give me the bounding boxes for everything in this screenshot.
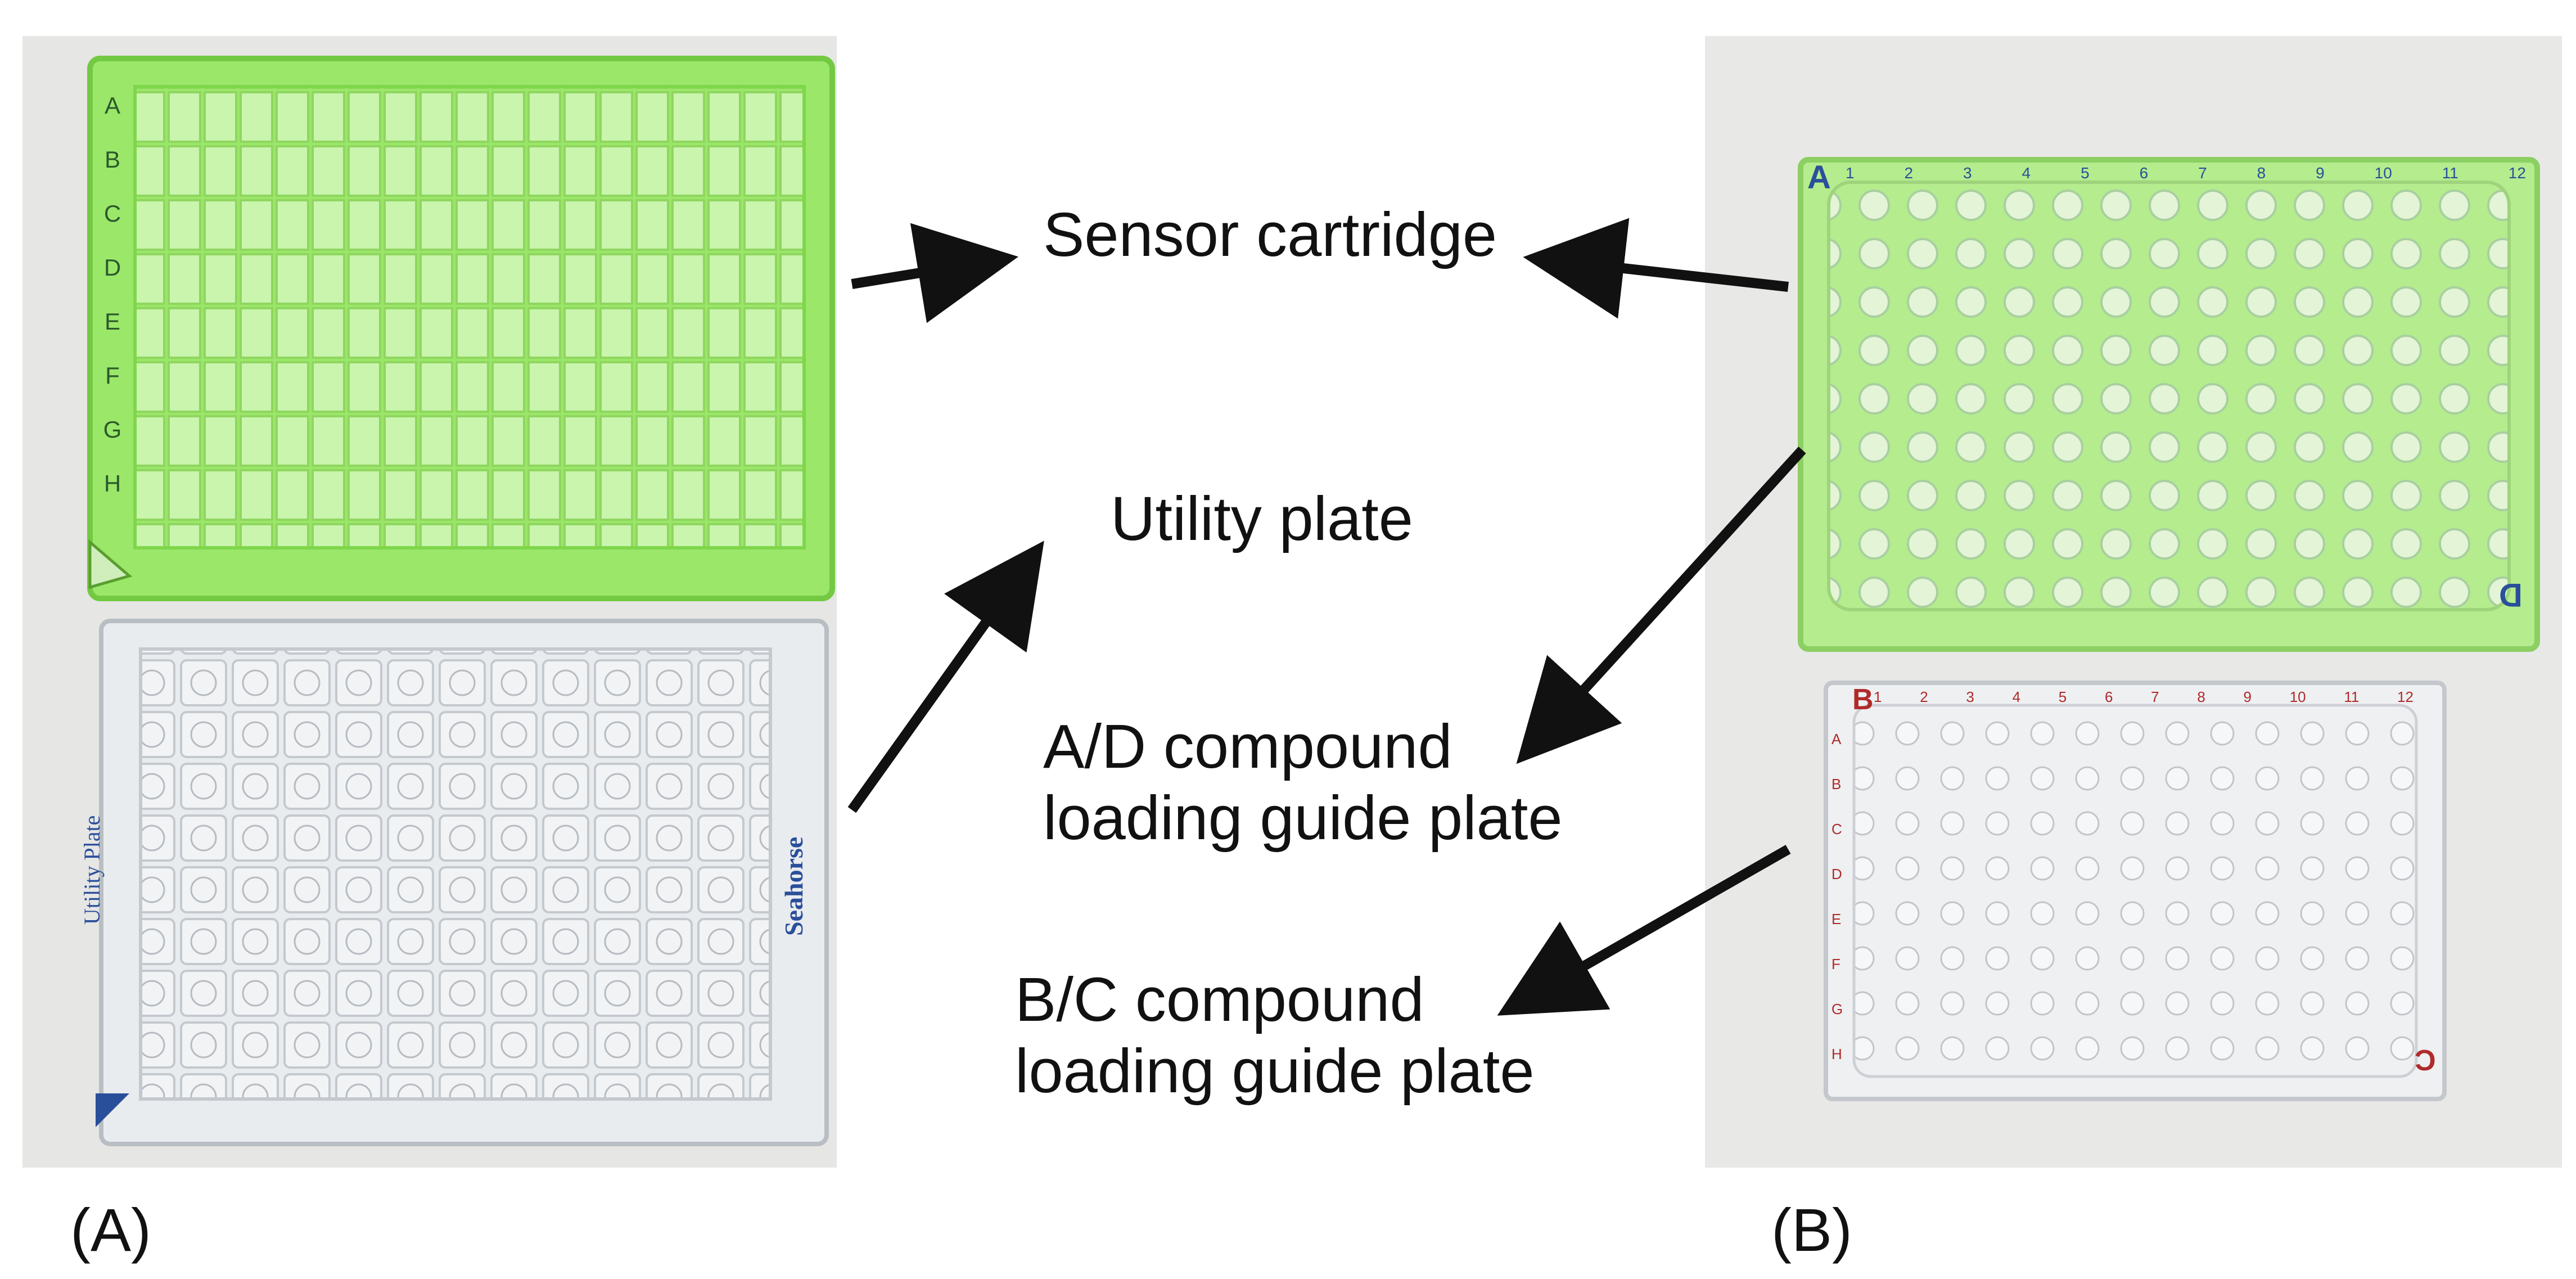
row-label: A	[104, 92, 120, 119]
ad-corner-letter-top: A	[1807, 159, 1831, 196]
arrow-b-to-ad	[1516, 446, 1806, 764]
photo-panel-a: A B C D E F G H Utility Plate Seahorse	[22, 36, 837, 1168]
ad-plate-label-line2: loading guide plate	[1043, 783, 1563, 853]
panel-a-label: (A)	[70, 1196, 151, 1264]
row-label: B	[104, 146, 120, 173]
arrow-b-to-sensor	[1523, 218, 1789, 319]
row-label: G	[103, 416, 122, 443]
bc-plate-label-line2: loading guide plate	[1015, 1036, 1535, 1106]
ad-plate-label-line1: A/D compound	[1043, 712, 1452, 781]
ad-plate-label: A/D compound loading guide plate	[1043, 711, 1563, 854]
sensor-row-labels: A B C D E F G H	[101, 92, 124, 524]
utility-plate-label: Utility plate	[1111, 484, 1413, 553]
bc-loading-plate-image	[1824, 681, 2447, 1101]
row-label: E	[104, 308, 120, 335]
ad-loading-plate-image	[1798, 157, 2540, 652]
arrow-a-to-utility	[847, 541, 1044, 813]
panel-b-label: (B)	[1771, 1196, 1852, 1264]
bc-plate-label: B/C compound loading guide plate	[1015, 965, 1535, 1107]
bc-corner-letter-top: B	[1852, 683, 1874, 716]
bc-plate-label-line1: B/C compound	[1015, 965, 1424, 1034]
arrow-b-to-bc	[1497, 845, 1791, 1016]
utility-plate-image	[96, 619, 829, 1146]
row-label: H	[103, 470, 121, 497]
row-label: C	[103, 200, 121, 227]
arrow-a-to-sensor	[851, 223, 1019, 323]
row-label: F	[105, 362, 120, 389]
sensor-cartridge-label: Sensor cartridge	[1043, 200, 1497, 269]
sensor-cartridge-image	[87, 56, 835, 601]
row-label: D	[103, 254, 121, 281]
